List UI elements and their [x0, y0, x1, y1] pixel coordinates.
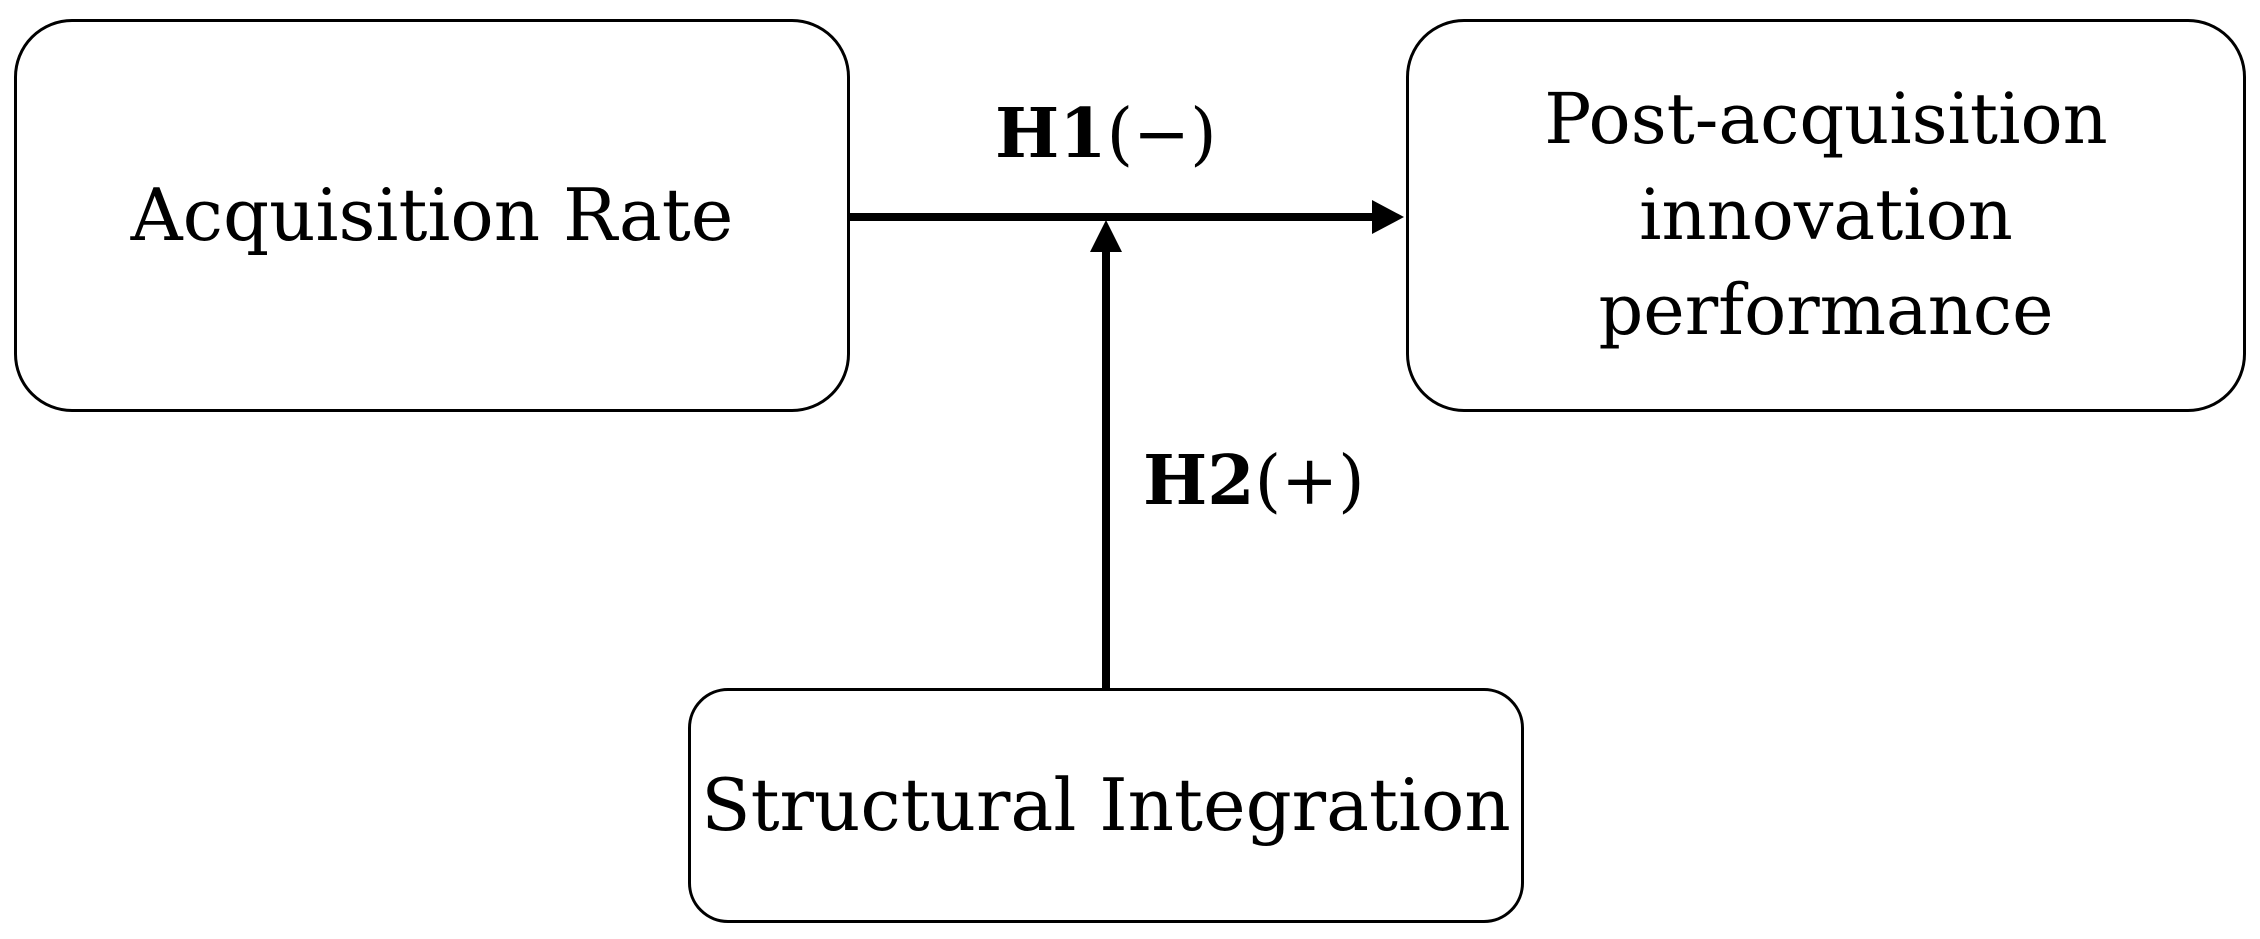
h1-sign: (−) [1106, 95, 1217, 174]
h2-arrowhead [1090, 220, 1122, 252]
h1-arrowhead [1372, 200, 1404, 234]
structural-integration-box: Structural Integration [688, 688, 1524, 923]
h2-sign: (+) [1254, 442, 1365, 521]
h1-label: H1(−) [995, 100, 1217, 169]
h2-label: H2(+) [1143, 447, 1365, 516]
structural-integration-label: Structural Integration [701, 762, 1511, 847]
acquisition-rate-label: Acquisition Rate [130, 172, 734, 257]
post-acquisition-innovation-box: Post-acquisition innovation performance [1406, 19, 2246, 412]
h2-id: H2 [1143, 441, 1255, 521]
h1-id: H1 [995, 94, 1107, 174]
acquisition-rate-box: Acquisition Rate [14, 19, 850, 412]
post-acquisition-innovation-label: Post-acquisition innovation performance [1544, 77, 2108, 352]
